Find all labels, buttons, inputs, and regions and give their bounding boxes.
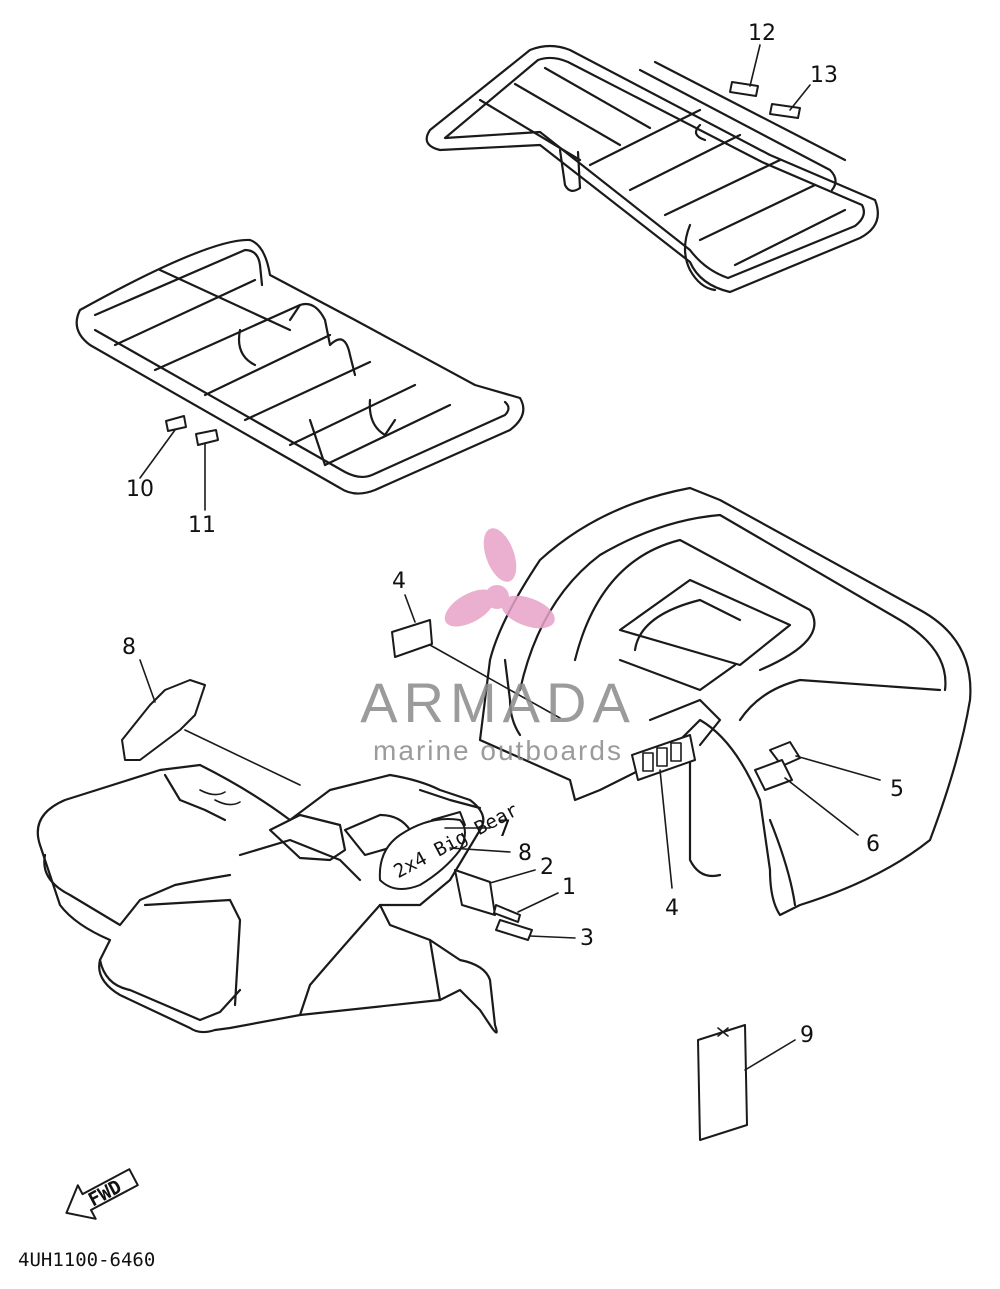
callout-8-emblem: 8 (518, 841, 532, 866)
watermark-brand: ARMADA (360, 671, 636, 734)
decal-8-left (121, 679, 206, 761)
decal-11 (195, 429, 219, 446)
callout-4-upper: 4 (392, 569, 406, 594)
decal-2 (454, 869, 496, 916)
diagram-code: 4UH1100-6460 (18, 1249, 155, 1271)
decal-4-lower (631, 734, 696, 781)
callout-4-lower: 4 (665, 896, 679, 921)
callout-5: 5 (890, 777, 904, 802)
front-fender (36, 763, 498, 1034)
callout-11: 11 (188, 513, 216, 538)
rear-carrier (425, 44, 879, 294)
callout-10: 10 (126, 477, 154, 502)
decal-9 (697, 1024, 748, 1141)
fwd-arrow: FWD (65, 1168, 139, 1220)
callout-13: 13 (810, 63, 838, 88)
callout-12: 12 (748, 21, 776, 46)
decal-12 (729, 81, 759, 97)
decal-6 (754, 759, 793, 791)
callout-7: 7 (497, 817, 511, 842)
leader-lines (139, 44, 881, 1071)
callout-2: 2 (540, 855, 554, 880)
callout-8-left: 8 (122, 635, 136, 660)
callout-6: 6 (866, 832, 880, 857)
decal-3 (495, 919, 533, 941)
decal-10 (165, 415, 187, 432)
callout-9: 9 (800, 1023, 814, 1048)
propeller-logo (444, 528, 555, 629)
decal-4-upper (391, 619, 433, 658)
watermark: ARMADA marine outboards (360, 528, 636, 766)
callout-labels: 1 2 3 4 4 5 6 7 8 8 9 10 11 12 13 (122, 21, 904, 1048)
decal-8-emblem: 2x4 Big Bear (378, 799, 522, 890)
front-carrier (75, 238, 525, 495)
callout-1: 1 (562, 875, 576, 900)
watermark-tagline: marine outboards (373, 735, 623, 766)
decal-13 (769, 103, 801, 119)
decal-1 (493, 904, 521, 923)
callout-3: 3 (580, 926, 594, 951)
